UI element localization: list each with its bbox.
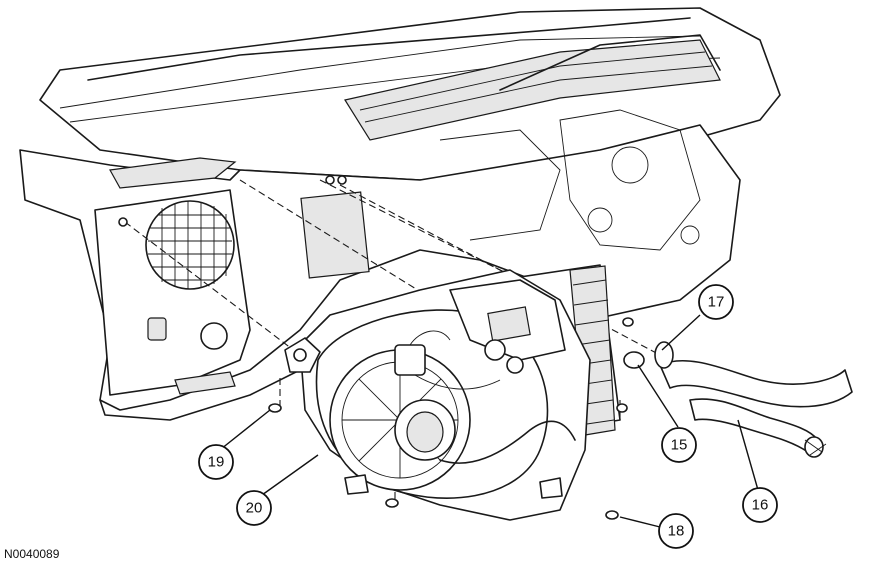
- fasteners: [118, 175, 619, 520]
- callout-20-label: 20: [246, 500, 263, 517]
- callout-19-label: 19: [208, 454, 225, 471]
- callout-16: 16: [742, 487, 778, 523]
- callout-20: 20: [236, 490, 272, 526]
- figure-reference-code: N0040089: [4, 547, 60, 561]
- dash-panel: [19, 7, 781, 421]
- callout-leaders: [215, 314, 759, 528]
- callout-18-label: 18: [668, 523, 685, 540]
- callout-16-label: 16: [752, 497, 769, 514]
- callout-15-label: 15: [671, 437, 688, 454]
- callout-18: 18: [658, 513, 694, 549]
- heater-hoses: [654, 341, 853, 458]
- callout-17: 17: [698, 284, 734, 320]
- blower-motor-housing: [284, 269, 591, 521]
- callout-17-label: 17: [708, 294, 725, 311]
- callout-15: 15: [661, 427, 697, 463]
- callout-19: 19: [198, 444, 234, 480]
